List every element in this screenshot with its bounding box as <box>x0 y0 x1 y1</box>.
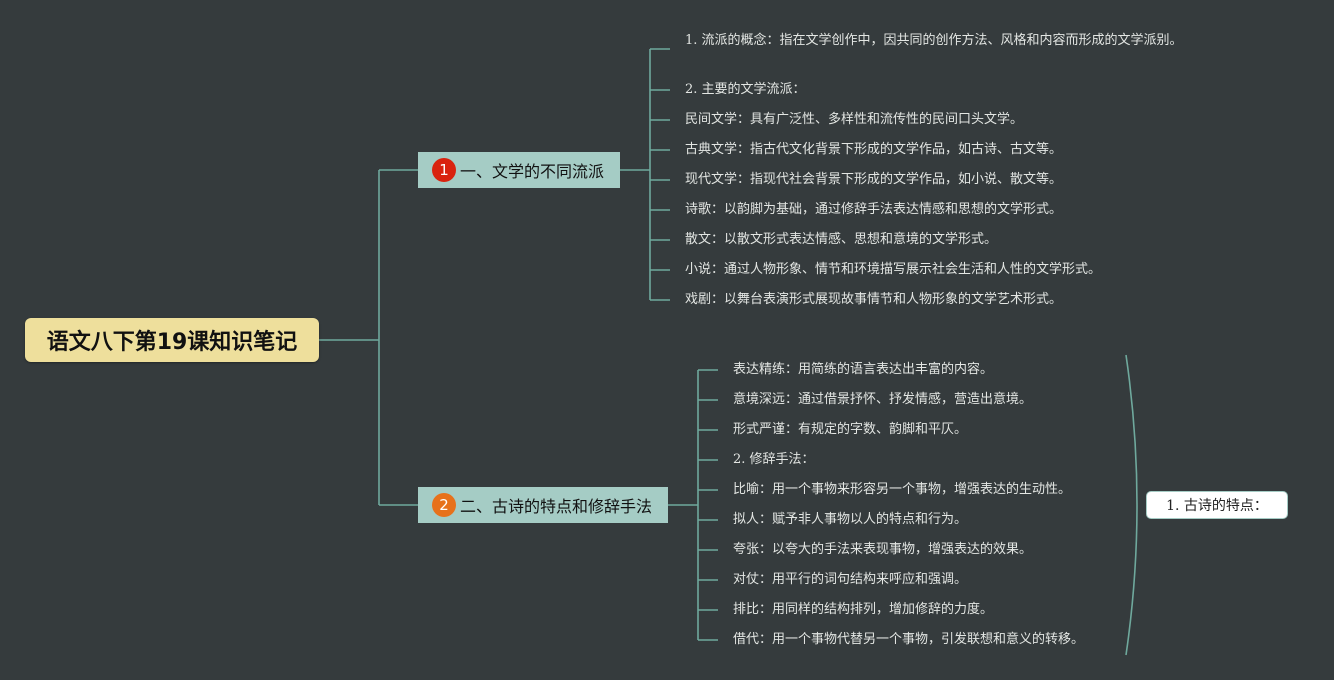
leaf-school-concept[interactable]: 1. 流派的概念：指在文学创作中，因共同的创作方法、风格和内容而形成的文学派别。 <box>685 33 1183 48</box>
leaf-prose[interactable]: 散文：以散文形式表达情感、思想和意境的文学形式。 <box>685 232 998 247</box>
leaf-parallelism[interactable]: 排比：用同样的结构排列，增加修辞的力度。 <box>733 602 994 617</box>
leaf-strict-form[interactable]: 形式严谨：有规定的字数、韵脚和平仄。 <box>733 422 968 437</box>
branch-label: 二、古诗的特点和修辞手法 <box>460 497 653 516</box>
root-topic[interactable]: 语文八下第19课知识笔记 <box>25 318 319 362</box>
leaf-drama[interactable]: 戏剧：以舞台表演形式展现故事情节和人物形象的文学艺术形式。 <box>685 292 1063 307</box>
leaf-main-schools[interactable]: 2. 主要的文学流派： <box>685 82 806 97</box>
leaf-poetry[interactable]: 诗歌：以韵脚为基础，通过修辞手法表达情感和思想的文学形式。 <box>685 202 1063 217</box>
leaf-metonymy[interactable]: 借代：用一个事物代替另一个事物，引发联想和意义的转移。 <box>733 632 1085 647</box>
branch-label: 一、文学的不同流派 <box>460 162 605 181</box>
branch-literary-schools[interactable]: 1 一、文学的不同流派 <box>418 152 620 188</box>
leaf-novel[interactable]: 小说：通过人物形象、情节和环境描写展示社会生活和人性的文学形式。 <box>685 262 1102 277</box>
leaf-personification[interactable]: 拟人：赋予非人事物以人的特点和行为。 <box>733 512 968 527</box>
leaf-metaphor[interactable]: 比喻：用一个事物来形容另一个事物，增强表达的生动性。 <box>733 482 1072 497</box>
leaf-rhetoric-heading[interactable]: 2. 修辞手法： <box>733 452 815 467</box>
summary-poetry-features[interactable]: 1. 古诗的特点： <box>1146 491 1288 519</box>
leaf-classical-literature[interactable]: 古典文学：指古代文化背景下形成的文学作品，如古诗、古文等。 <box>685 142 1063 157</box>
leaf-folk-literature[interactable]: 民间文学：具有广泛性、多样性和流传性的民间口头文学。 <box>685 112 1024 127</box>
branch-number-badge: 2 <box>432 493 456 517</box>
leaf-modern-literature[interactable]: 现代文学：指现代社会背景下形成的文学作品，如小说、散文等。 <box>685 172 1063 187</box>
leaf-profound-mood[interactable]: 意境深远：通过借景抒怀、抒发情感，营造出意境。 <box>733 392 1033 407</box>
leaf-antithesis[interactable]: 对仗：用平行的词句结构来呼应和强调。 <box>733 572 968 587</box>
branch-ancient-poetry[interactable]: 2 二、古诗的特点和修辞手法 <box>418 487 668 523</box>
branch-number-badge: 1 <box>432 158 456 182</box>
leaf-concise-expression[interactable]: 表达精练：用简练的语言表达出丰富的内容。 <box>733 362 994 377</box>
leaf-hyperbole[interactable]: 夸张：以夸大的手法来表现事物，增强表达的效果。 <box>733 542 1033 557</box>
